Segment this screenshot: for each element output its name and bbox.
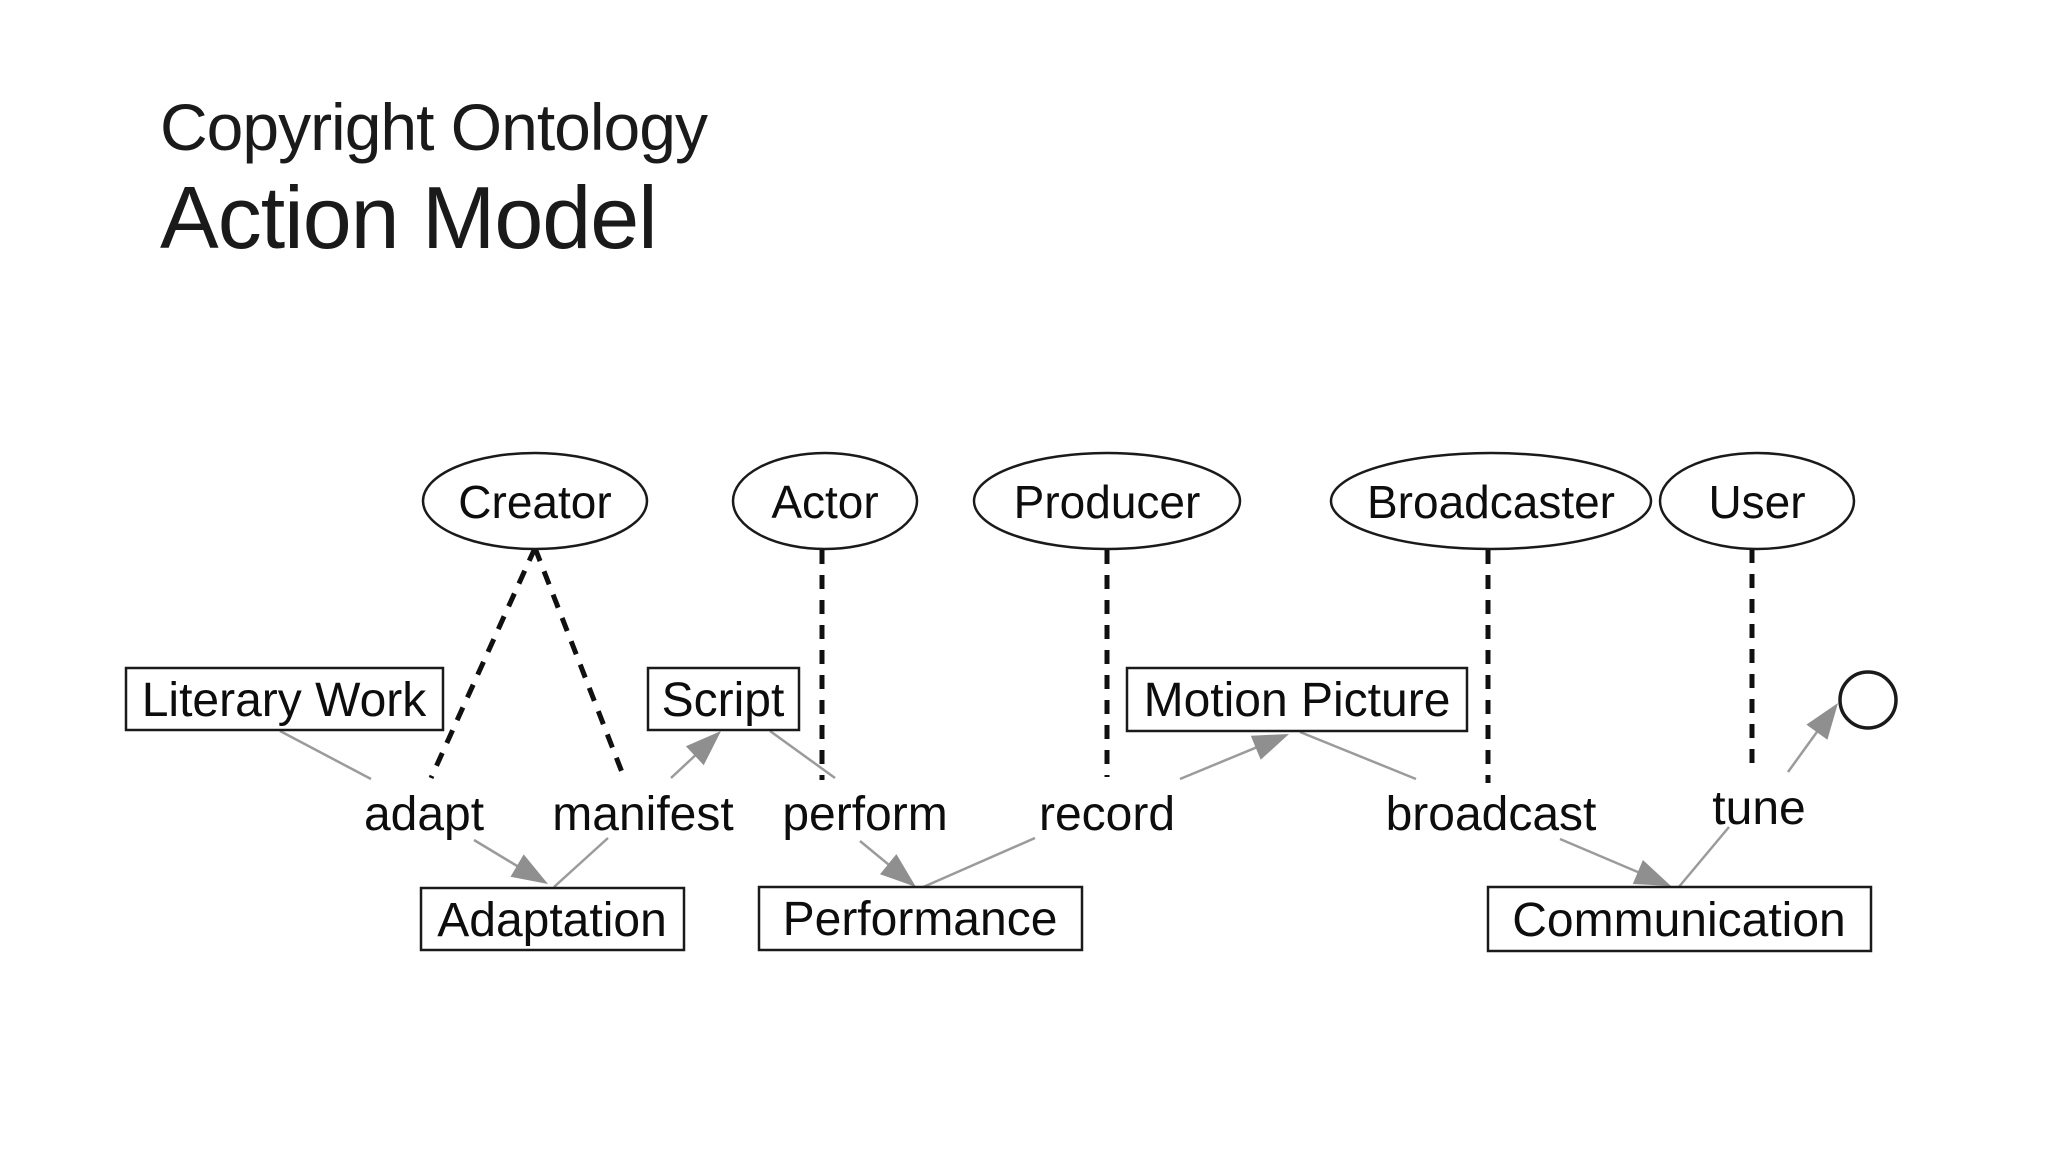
action-label-adapt: adapt [364, 788, 484, 841]
script-label: Script [662, 674, 785, 727]
work-nodes: Literary Work Script Motion Picture Adap… [124, 666, 1873, 953]
performance-label: Performance [783, 893, 1058, 946]
creator-label: Creator [458, 476, 611, 528]
actor-node-broadcaster: Broadcaster [1329, 451, 1653, 551]
broadcaster-ellipse [1329, 451, 1653, 551]
actor-node-creator: Creator [421, 451, 649, 551]
action-label-manifest: manifest [552, 788, 733, 841]
producer-ellipse [972, 451, 1242, 551]
dashed-links [428, 546, 1755, 783]
slide-title-text: Action Model [160, 168, 657, 267]
actor-node-actor: Actor [731, 451, 919, 551]
link-tune-communication [1677, 826, 1730, 889]
arrowhead-record-motion-picture [1250, 734, 1289, 760]
action-label-tune: tune [1712, 782, 1805, 835]
actor-nodes: Creator Actor Producer Broadcaster User [421, 451, 1856, 551]
dashed-link-creator-manifest [532, 547, 628, 781]
arrowhead-perform-performance [880, 854, 916, 887]
work-node-literary-work: Literary Work [124, 666, 445, 732]
arrowhead-adapt-adaptation [510, 854, 548, 884]
broadcaster-label: Broadcaster [1367, 476, 1615, 528]
link-motion-picture-broadcast [1299, 730, 1417, 781]
creator-ellipse [421, 451, 649, 551]
work-node-motion-picture: Motion Picture [1125, 666, 1469, 733]
script-box [646, 666, 801, 732]
work-node-performance: Performance [757, 885, 1084, 952]
producer-label: Producer [1014, 476, 1201, 528]
arrowheads [510, 703, 1838, 887]
user-label: User [1708, 476, 1805, 528]
arrowhead-broadcast-communication [1632, 860, 1671, 886]
adaptation-box [419, 886, 686, 952]
adaptation-label: Adaptation [437, 894, 667, 947]
work-node-communication: Communication [1486, 885, 1873, 953]
work-node-script: Script [646, 666, 801, 732]
actor-node-producer: Producer [972, 451, 1242, 551]
work-node-adaptation: Adaptation [419, 886, 686, 952]
actor-node-user: User [1658, 451, 1856, 551]
communication-label: Communication [1512, 894, 1845, 947]
arrowhead-manifest-script [685, 731, 721, 766]
slide-subtitle-text: Copyright Ontology [160, 90, 708, 164]
link-manifest-adaptation [553, 837, 609, 888]
literary-work-label: Literary Work [142, 674, 428, 727]
dashed-link-creator-adapt [428, 546, 538, 780]
actor-ellipse [731, 451, 919, 551]
slide-title: Copyright Ontology Action Model [160, 90, 709, 267]
performance-box [757, 885, 1084, 952]
action-labels: adapt manifest perform record broadcast … [364, 782, 1806, 841]
user-ellipse [1658, 451, 1856, 551]
actor-label: Actor [771, 476, 878, 528]
motion-picture-label: Motion Picture [1144, 674, 1451, 727]
arrowhead-tune-object [1806, 703, 1838, 740]
link-literary-work-adapt [279, 729, 372, 781]
unnamed-object-circle [1838, 670, 1898, 730]
action-label-broadcast: broadcast [1386, 788, 1597, 841]
action-label-perform: perform [782, 788, 947, 841]
link-record-performance [920, 836, 1036, 890]
motion-picture-box [1125, 666, 1469, 733]
link-script-perform [769, 729, 836, 780]
action-label-record: record [1039, 788, 1175, 841]
literary-work-box [124, 666, 445, 732]
communication-box [1486, 885, 1873, 953]
